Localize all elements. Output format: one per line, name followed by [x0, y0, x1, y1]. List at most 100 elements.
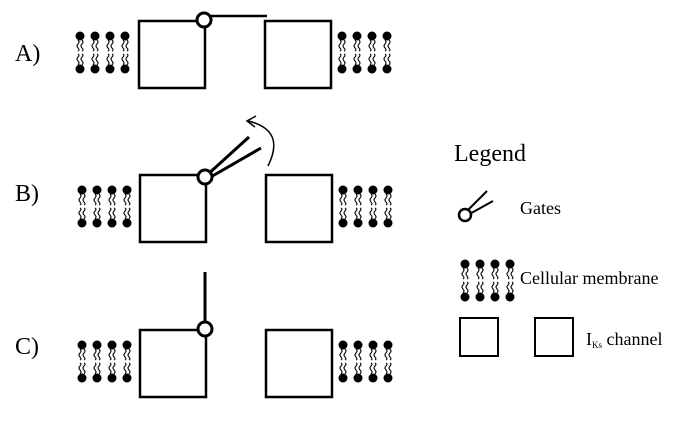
lipid-head	[77, 373, 87, 383]
lipid-head	[92, 218, 102, 228]
lipid-tail	[91, 39, 95, 52]
lipid-tail	[358, 193, 362, 206]
lipid-head	[90, 31, 100, 41]
lipid-tail	[338, 39, 342, 52]
lipid-head	[382, 64, 392, 74]
channel-left-block-c	[138, 328, 208, 399]
lipid-tail	[354, 207, 358, 220]
lipid-head	[120, 64, 130, 74]
lipid-tail	[121, 53, 125, 66]
lipid-head	[505, 259, 515, 269]
lipid-tail	[373, 207, 377, 220]
legend-membrane-symbol	[460, 259, 515, 302]
lipid-tail	[369, 362, 373, 375]
lipid-tail	[357, 53, 361, 66]
lipid-tail	[112, 362, 116, 375]
lipid-tail	[127, 207, 131, 220]
lipid-tail	[480, 281, 484, 294]
lipid-head	[338, 185, 348, 195]
membrane-left-a	[75, 31, 130, 74]
lipid-tail	[97, 193, 101, 206]
lipid-tail	[93, 348, 97, 361]
lipid-tail	[506, 281, 510, 294]
lipid-tail	[112, 348, 116, 361]
lipid-tail	[480, 267, 484, 280]
membrane-left-c	[77, 340, 132, 383]
lipid-tail	[97, 207, 101, 220]
lipid-tail	[491, 281, 495, 294]
lipid-head	[92, 185, 102, 195]
legend-title: Legend	[454, 141, 526, 167]
lipid-tail	[78, 362, 82, 375]
lipid-tail	[108, 348, 112, 361]
lipid-head	[353, 373, 363, 383]
membrane-right-b	[338, 185, 393, 228]
lipid-tail	[97, 362, 101, 375]
lipid-tail	[343, 362, 347, 375]
lipid-head	[90, 64, 100, 74]
lipid-tail	[369, 193, 373, 206]
lipid-head	[77, 340, 87, 350]
lipid-tail	[353, 53, 357, 66]
lipid-head	[490, 292, 500, 302]
lipid-head	[75, 64, 85, 74]
lipid-head	[382, 31, 392, 41]
legend-channel-block-right	[534, 317, 574, 357]
lipid-tail	[388, 362, 392, 375]
lipid-tail	[93, 362, 97, 375]
lipid-head	[475, 259, 485, 269]
lipid-head	[122, 185, 132, 195]
channel-left-block-b	[138, 173, 208, 244]
lipid-tail	[338, 53, 342, 66]
lipid-tail	[80, 39, 84, 52]
lipid-tail	[343, 207, 347, 220]
membrane-right-c	[338, 340, 393, 383]
channel-right-block-c	[264, 328, 334, 399]
lipid-tail	[461, 267, 465, 280]
lipid-head	[122, 373, 132, 383]
channel-left-block-a	[137, 19, 207, 90]
lipid-tail	[82, 193, 86, 206]
lipid-tail	[342, 53, 346, 66]
lipid-tail	[383, 39, 387, 52]
lipid-head	[368, 185, 378, 195]
lipid-tail	[373, 193, 377, 206]
lipid-tail	[76, 53, 80, 66]
lipid-tail	[78, 193, 82, 206]
lipid-tail	[476, 267, 480, 280]
lipid-head	[383, 218, 393, 228]
lipid-tail	[510, 281, 514, 294]
gate-hinge-b	[196, 168, 214, 186]
lipid-tail	[510, 267, 514, 280]
lipid-head	[367, 64, 377, 74]
lipid-tail	[123, 362, 127, 375]
lipid-tail	[354, 362, 358, 375]
lipid-tail	[384, 348, 388, 361]
lipid-head	[338, 373, 348, 383]
row-label-c: C)	[15, 334, 39, 360]
lipid-tail	[80, 53, 84, 66]
lipid-head	[368, 218, 378, 228]
lipid-tail	[125, 53, 129, 66]
legend-channel-block-left	[459, 317, 499, 357]
lipid-tail	[95, 39, 99, 52]
lipid-head	[383, 185, 393, 195]
lipid-tail	[495, 267, 499, 280]
lipid-head	[107, 185, 117, 195]
lipid-tail	[339, 348, 343, 361]
lipid-head	[368, 340, 378, 350]
lipid-tail	[339, 193, 343, 206]
lipid-tail	[127, 348, 131, 361]
lipid-tail	[506, 267, 510, 280]
lipid-tail	[373, 362, 377, 375]
lipid-head	[122, 218, 132, 228]
lipid-tail	[388, 193, 392, 206]
lipid-tail	[384, 193, 388, 206]
lipid-head	[505, 292, 515, 302]
lipid-tail	[108, 362, 112, 375]
lipid-head	[107, 218, 117, 228]
lipid-tail	[358, 362, 362, 375]
gate-arm-upper-b	[204, 135, 251, 178]
lipid-tail	[76, 39, 80, 52]
lipid-head	[107, 373, 117, 383]
